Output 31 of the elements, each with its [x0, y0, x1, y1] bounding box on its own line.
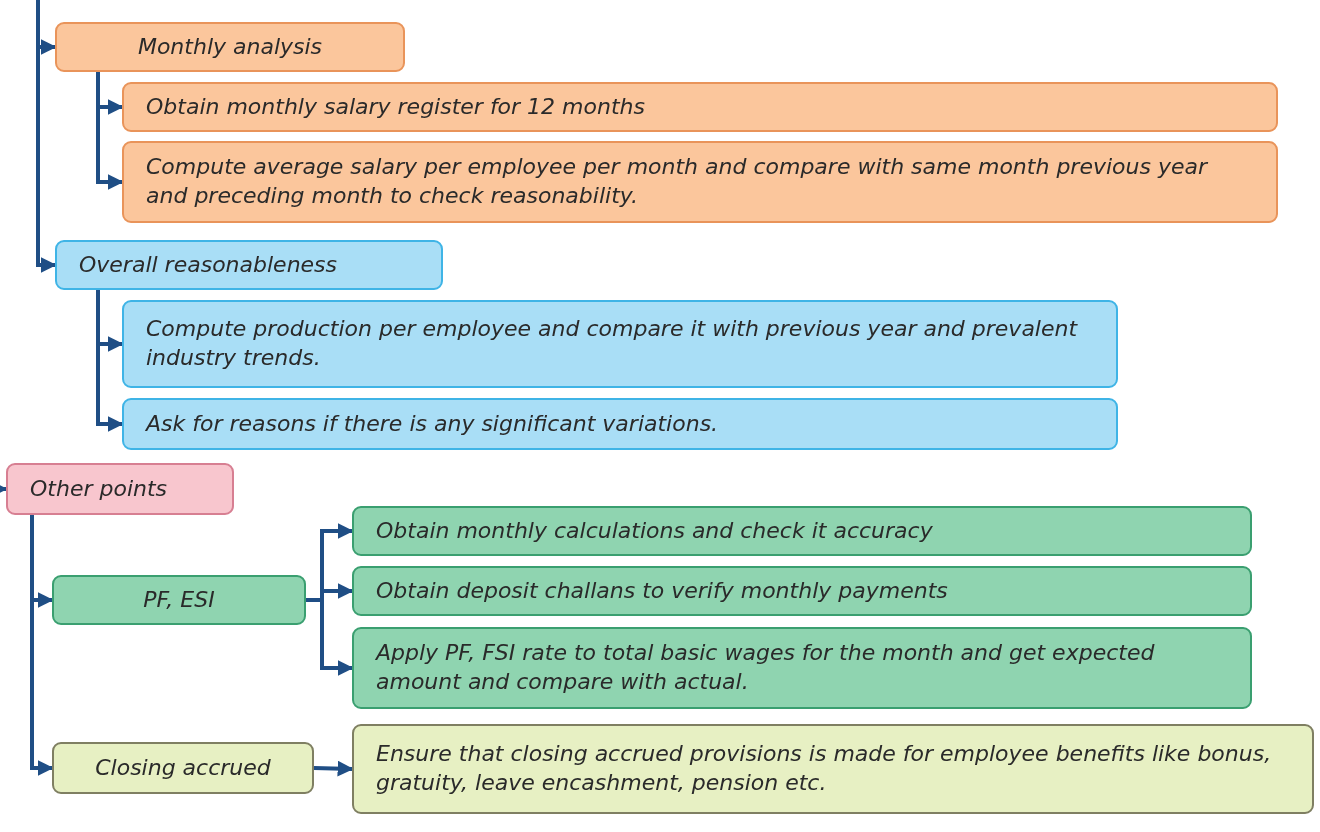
step-box	[52, 742, 314, 794]
step-box	[55, 240, 443, 290]
step-text: Other points	[30, 474, 168, 503]
connector-arrow	[313, 760, 354, 777]
step-box	[352, 506, 1252, 556]
step-box	[52, 575, 306, 625]
step-box	[122, 398, 1118, 450]
connector-arrow	[306, 598, 354, 676]
connector-arrow	[96, 72, 124, 190]
step-box	[55, 22, 405, 72]
step-text: Obtain monthly salary register for 12 months	[146, 92, 645, 121]
step-box	[122, 82, 1278, 132]
step-box	[122, 141, 1278, 223]
step-box	[122, 300, 1118, 388]
step-box	[352, 566, 1252, 616]
step-text: Obtain deposit challans to verify monthly payments	[376, 576, 948, 605]
step-text: Ask for reasons if there is any significant variations.	[146, 409, 719, 438]
connector-arrow	[30, 515, 54, 776]
step-text: Compute production per employee and compare it with previous year and prevalent industry trends.	[146, 315, 1079, 372]
step-text: Apply PF, FSI rate to total basic wages for the month and get expected amount and compare with actual.	[376, 639, 1156, 696]
step-text: Compute average salary per employee per month and compare with same month previous year and preceding month to check reasonability.	[146, 153, 1209, 210]
step-box	[352, 627, 1252, 709]
step-box	[6, 463, 234, 515]
step-text: Closing accrued	[95, 753, 271, 782]
connector-arrow	[96, 290, 124, 432]
step-text: Obtain monthly calculations and check it accuracy	[376, 516, 933, 545]
step-text: Ensure that closing accrued provisions is made for employee benefits like bonus, gratuity, leave encashment, pension etc.	[376, 740, 1273, 797]
step-box	[352, 724, 1314, 814]
step-text: Monthly analysis	[137, 32, 323, 61]
step-text: PF, ESI	[143, 585, 215, 614]
step-text: Overall reasonableness	[79, 250, 338, 279]
